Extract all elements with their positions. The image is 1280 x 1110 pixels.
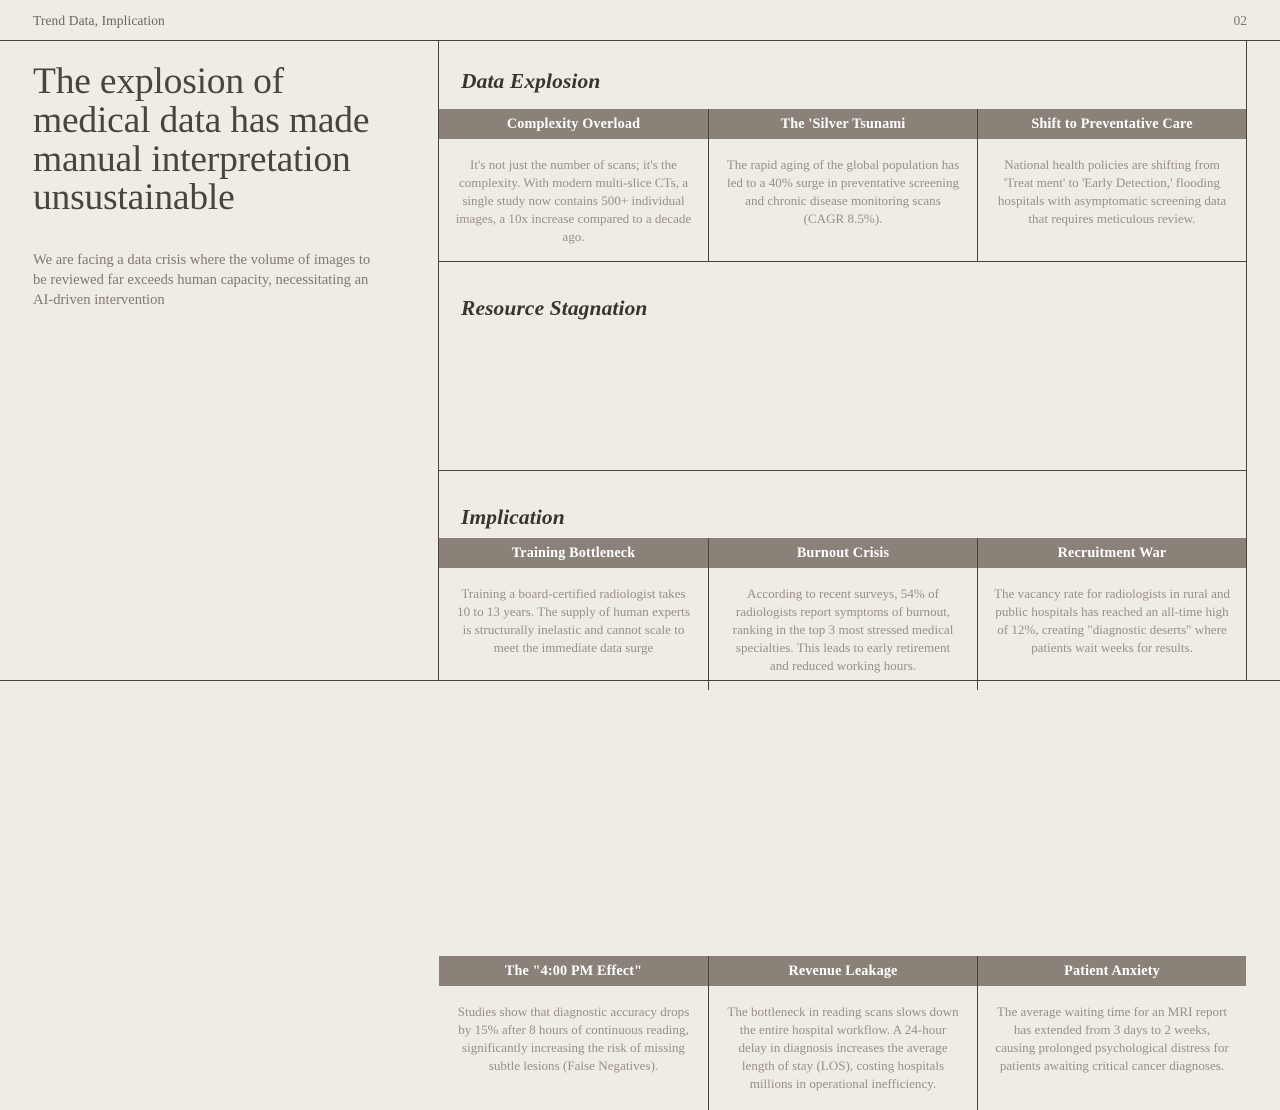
table-cell: The average waiting time for an MRI repo… [995,1004,1229,1073]
column-header: Complexity Overload [506,115,641,132]
table-header-row: Complexity Overload The 'Silver Tsunami … [439,109,1246,139]
table-cell: National health policies are shifting fr… [997,157,1227,226]
page-subtitle: We are facing a data crisis where the vo… [33,252,371,309]
column-header: Patient Anxiety [1064,962,1160,979]
top-bar: Trend Data, Implication 02 [0,0,1280,41]
table-cell: The rapid aging of the global population… [708,139,978,261]
content-table-pane: Data Explosion Complexity Overload The '… [439,41,1246,1110]
row-separator [439,261,1246,263]
vertical-divider-right [1246,41,1248,681]
section-title: Data Explosion [461,69,601,93]
table-row: Studies show that diagnostic accuracy dr… [439,986,1246,1110]
column-header: The "4:00 PM Effect" [504,962,643,979]
vertical-divider-left [438,41,440,681]
table-header-row: Training Bottleneck Burnout Crisis Recru… [439,538,1246,568]
table-cell: According to recent surveys, 54% of radi… [708,568,978,690]
column-header: Recruitment War [1057,544,1167,561]
table-row: Training a board-certified radiologist t… [439,568,1246,690]
column-header: The 'Silver Tsunami [708,109,978,139]
page-number: 02 [1233,13,1248,28]
left-pane: The explosion of medical data has made m… [0,41,438,681]
table-header-row: The "4:00 PM Effect" Revenue Leakage Pat… [439,956,1246,986]
row-separator [439,470,1246,472]
table-row: It's not just the number of scans; it's … [439,139,1246,261]
table-cell: It's not just the number of scans; it's … [455,157,692,244]
column-header: Training Bottleneck [511,544,636,561]
table-cell: The bottleneck in reading scans slows do… [708,986,978,1110]
section-title: Implication [461,505,565,529]
column-header: Shift to Preventative Care [1031,115,1193,132]
breadcrumb: Trend Data, Implication [33,13,165,28]
table-cell: Studies show that diagnostic accuracy dr… [457,1004,690,1073]
column-header: Revenue Leakage [708,956,978,986]
table-cell: Training a board-certified radiologist t… [457,586,690,655]
section-title: Resource Stagnation [461,296,648,320]
section-implication: Implication The "4:00 PM Effect" Revenue… [439,470,1246,1110]
page-title: The explosion of medical data has made m… [33,61,370,219]
horizontal-divider-bottom [0,680,1280,682]
section-data-explosion: Data Explosion Complexity Overload The '… [439,41,1246,263]
section-resource-stagnation: Resource Stagnation Training Bottleneck … [439,261,1246,690]
table-cell: The vacancy rate for radiologists in rur… [994,586,1230,655]
column-header: Burnout Crisis [708,538,978,568]
